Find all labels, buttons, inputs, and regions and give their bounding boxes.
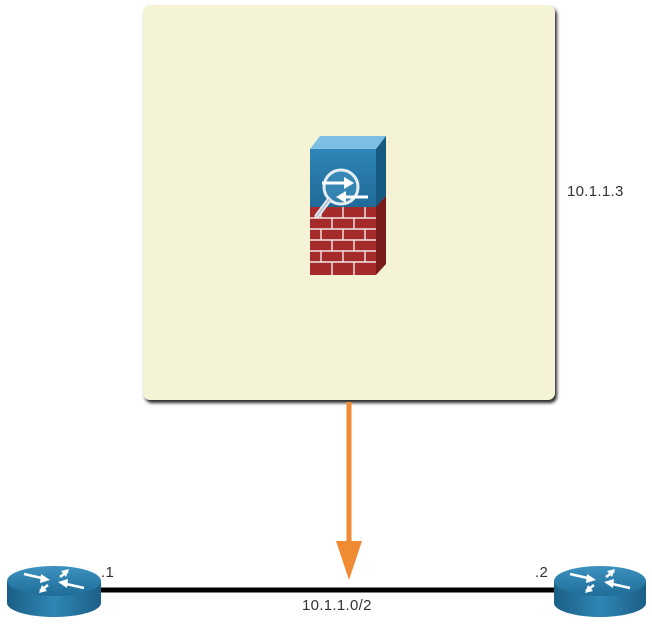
left-router-interface-label: .1 bbox=[101, 564, 115, 581]
sensor-ip-label: 10.1.1.3 bbox=[567, 183, 624, 200]
monitor-arrow bbox=[336, 402, 362, 580]
ips-firewall-icon bbox=[310, 136, 386, 275]
router-left-icon bbox=[7, 566, 101, 617]
right-router-interface-label: .2 bbox=[535, 564, 549, 581]
subnet-label: 10.1.1.0/2 bbox=[302, 597, 372, 614]
router-right-icon bbox=[554, 566, 646, 617]
